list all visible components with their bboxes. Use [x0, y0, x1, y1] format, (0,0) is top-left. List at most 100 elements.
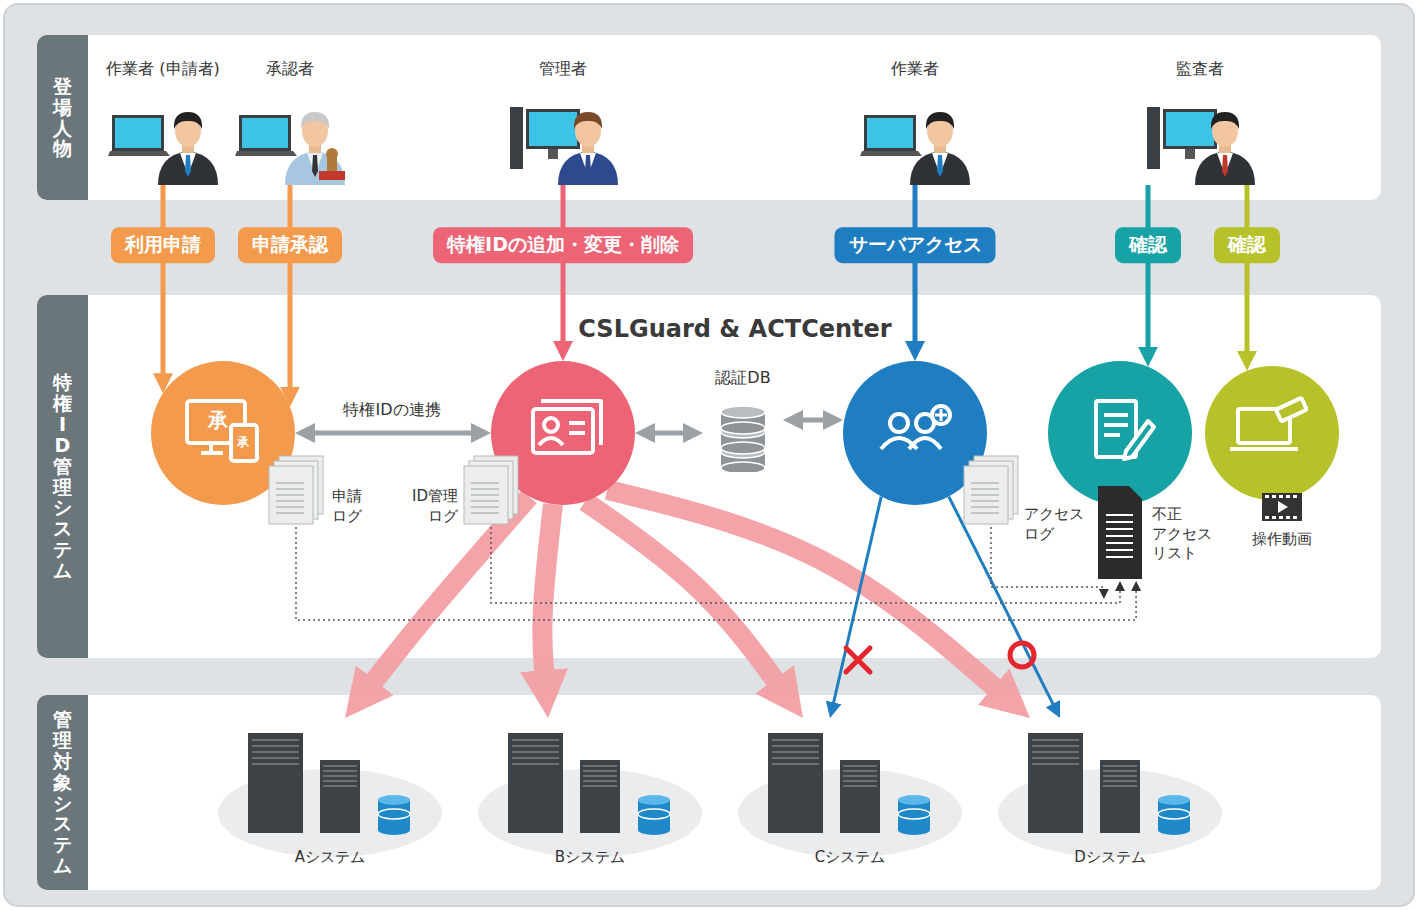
drawing-part	[323, 765, 357, 767]
drawing-part	[843, 770, 877, 772]
drawing-part	[1286, 516, 1290, 519]
drawing-part	[1265, 495, 1269, 498]
edge-label: 確認	[1129, 233, 1167, 257]
drawing-part	[252, 739, 299, 741]
drawing-part	[772, 745, 819, 747]
drawing-part	[971, 507, 999, 508]
edge-label-pill: サーバアクセス	[835, 227, 996, 263]
drawing-part	[1158, 795, 1190, 805]
drawing-part	[898, 795, 930, 805]
log-label: 操作動画	[1232, 530, 1332, 550]
system-label-holder: Bシステム	[470, 848, 710, 867]
drawing-part	[1124, 421, 1154, 459]
log-document-icon	[463, 455, 519, 527]
system-label-holder: Dシステム	[990, 848, 1230, 867]
drawing-part	[840, 760, 880, 833]
drawing-part	[843, 780, 877, 782]
drawing-part	[971, 489, 999, 490]
band-title: 特権ID管理システム	[53, 372, 72, 581]
drawing-part	[108, 112, 218, 185]
system-label-holder: Aシステム	[210, 848, 450, 867]
drawing-part	[1185, 149, 1195, 159]
drawing-part	[1279, 495, 1283, 498]
drawing-part	[1211, 112, 1239, 129]
edge-label-pill: 確認	[1115, 227, 1181, 263]
connector	[1146, 185, 1151, 349]
target-system: Cシステム	[730, 718, 970, 878]
band-title: 管理対象システム	[53, 709, 72, 876]
drawing-part	[471, 507, 499, 508]
drawing-part	[323, 775, 357, 777]
band-strip: 特権ID管理システム	[37, 295, 88, 658]
drawing-part	[471, 501, 499, 502]
drawing-part	[638, 795, 670, 805]
edge-label: 特権IDの追加・変更・削除	[447, 233, 679, 257]
drawing-part	[890, 414, 908, 432]
drawing-part	[323, 780, 357, 782]
drawing-part	[1106, 542, 1133, 544]
drawing-part	[768, 733, 823, 833]
drawing-part	[323, 785, 357, 787]
drawing-part	[252, 763, 299, 765]
drawing-part	[276, 501, 304, 502]
drawing-part	[937, 155, 943, 177]
drawing-part	[252, 745, 299, 747]
drawing-part	[112, 115, 164, 151]
drawing-part	[860, 151, 922, 156]
drawing-part	[319, 171, 345, 180]
band-panel: 登場人物作業者 (申請者)承認者管理者作業者監査者	[37, 35, 1381, 200]
drawing-part	[326, 148, 338, 160]
drawing-part	[512, 745, 559, 747]
band-strip: 管理対象システム	[37, 695, 88, 890]
drawing-part	[1106, 549, 1133, 551]
icon-glyph: 承	[208, 410, 228, 430]
drawing-part	[1106, 535, 1133, 537]
drawing-part	[471, 489, 499, 490]
drawing-part	[1276, 398, 1307, 422]
drawing-part	[1098, 486, 1142, 579]
edge-label: 利用申請	[125, 233, 201, 257]
drawing-part	[1103, 770, 1137, 772]
drawing-part	[248, 733, 303, 833]
drawing-part	[269, 466, 313, 524]
drawing-part	[964, 466, 1008, 524]
drawing-part	[323, 770, 357, 772]
drawing-part	[1279, 516, 1283, 519]
function-circle: 申請 ログ	[151, 361, 295, 505]
drawing-part	[772, 757, 819, 759]
drawing-part	[843, 785, 877, 787]
drawing-part	[1286, 495, 1290, 498]
icon-glyph-holder: 承	[208, 410, 228, 430]
drawing-part	[471, 513, 499, 514]
drawing-part	[1103, 765, 1137, 767]
drawing-part	[276, 495, 304, 496]
drawing-part	[1158, 809, 1190, 819]
drawing-part	[1163, 109, 1217, 149]
drawing-part	[843, 765, 877, 767]
drawing-part	[926, 112, 954, 129]
log-label-holder: 操作動画	[1232, 530, 1332, 550]
drawing-part	[843, 775, 877, 777]
function-circle: ID管理 ログ	[491, 361, 635, 505]
drawing-part	[526, 109, 580, 149]
person-icon	[860, 93, 970, 185]
drawing-part	[242, 118, 288, 148]
drawing-part	[721, 406, 765, 418]
drawing-part	[512, 751, 559, 753]
actor-figure: 承認者	[240, 55, 340, 185]
drawing-part	[881, 438, 941, 449]
drawing-part	[1293, 516, 1297, 519]
drawing-part	[932, 406, 950, 424]
drawing-part	[721, 462, 765, 472]
drawing-part	[864, 115, 916, 151]
drawing-part	[574, 112, 602, 129]
connector	[161, 185, 166, 375]
drawing-part	[1276, 398, 1307, 422]
target-system: Aシステム	[210, 718, 450, 878]
log-label: 不正 アクセス リスト	[1152, 505, 1222, 564]
actor-name: 監査者	[1130, 55, 1270, 80]
actor-figure: 作業者 (申請者)	[98, 55, 228, 185]
db-label: 認証DB	[703, 368, 783, 389]
drawing-part	[239, 115, 291, 151]
connector	[801, 418, 825, 423]
